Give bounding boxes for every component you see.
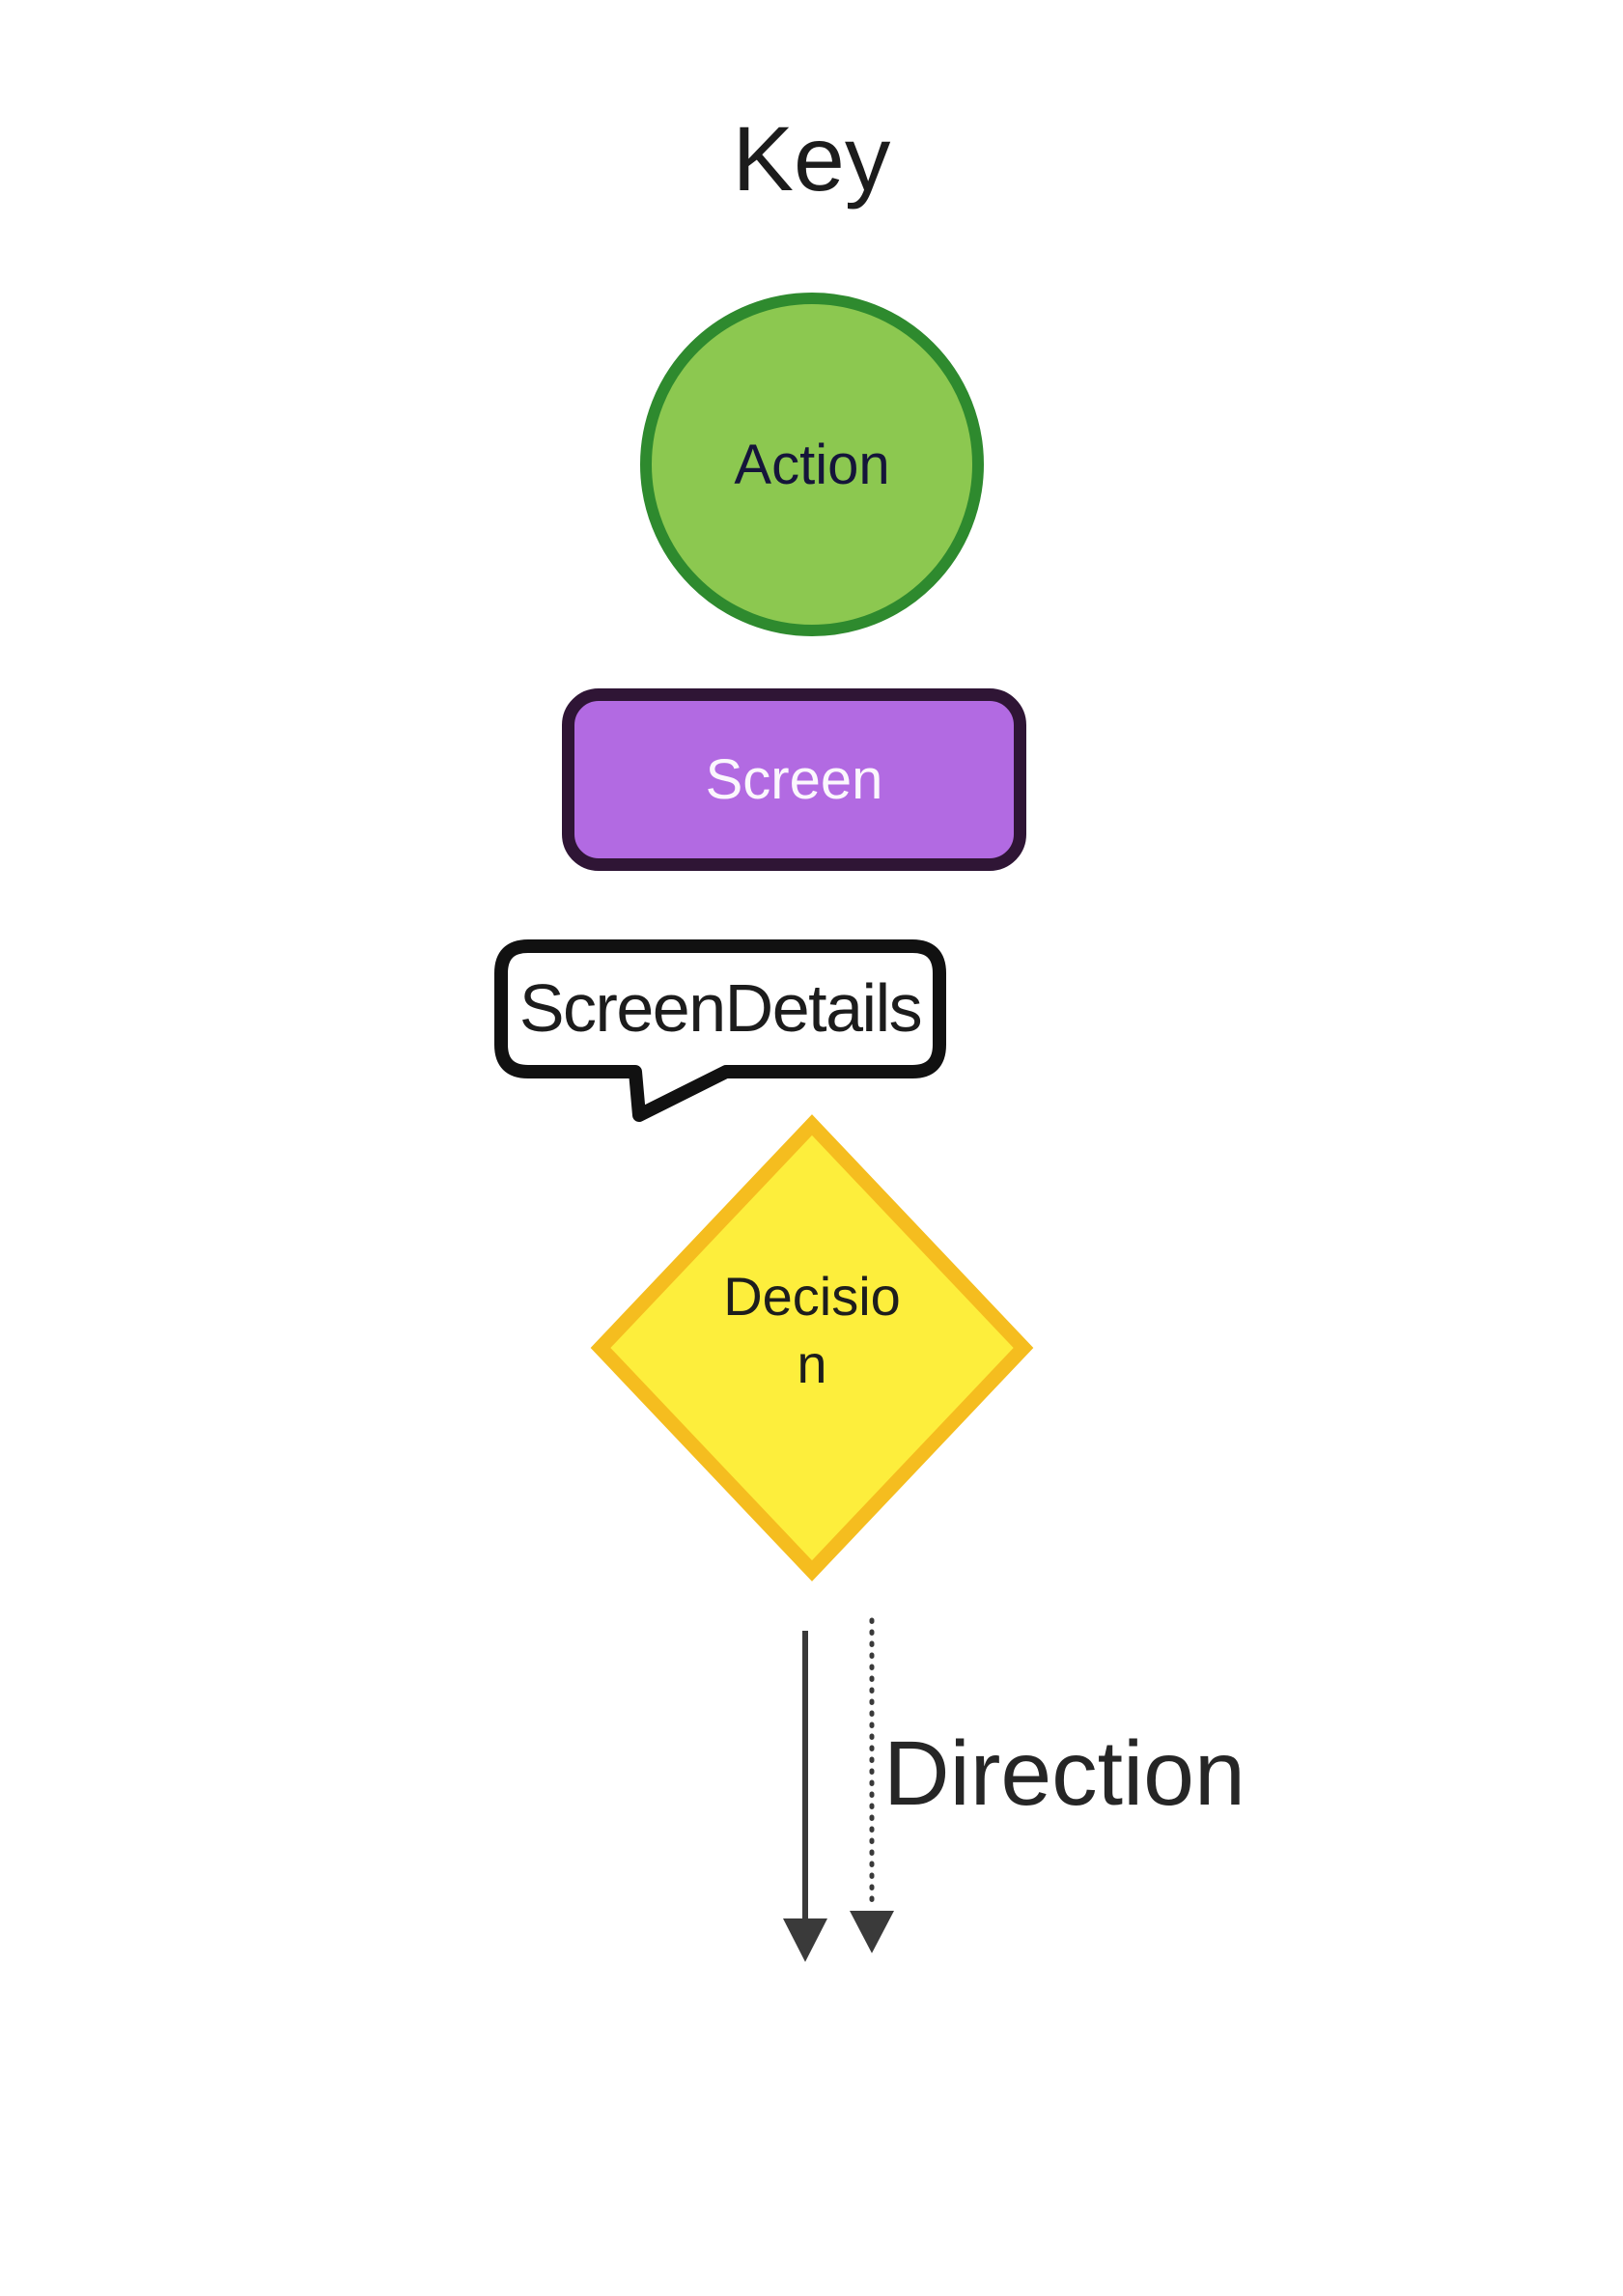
decision-node [590, 1114, 1034, 1582]
decision-label-line1: Decisio [723, 1266, 901, 1327]
solid-arrow-head [783, 1918, 827, 1962]
decision-label-line2: n [797, 1333, 827, 1394]
decision-label: Decisio n [667, 1263, 957, 1398]
screen-details-label: ScreenDetails [518, 970, 923, 1046]
key-title: Key [732, 108, 891, 210]
screen-node: Screen [562, 688, 1026, 871]
speech-bubble-shape [494, 939, 946, 1122]
screen-label: Screen [705, 748, 883, 811]
screen-details-node [494, 939, 946, 1122]
action-label: Action [734, 433, 890, 496]
action-node: Action [640, 293, 984, 636]
diamond-shape [590, 1114, 1034, 1582]
direction-label: Direction [883, 1722, 1245, 1825]
direction-arrows [783, 1617, 894, 1962]
dotted-arrow-head [850, 1911, 894, 1953]
